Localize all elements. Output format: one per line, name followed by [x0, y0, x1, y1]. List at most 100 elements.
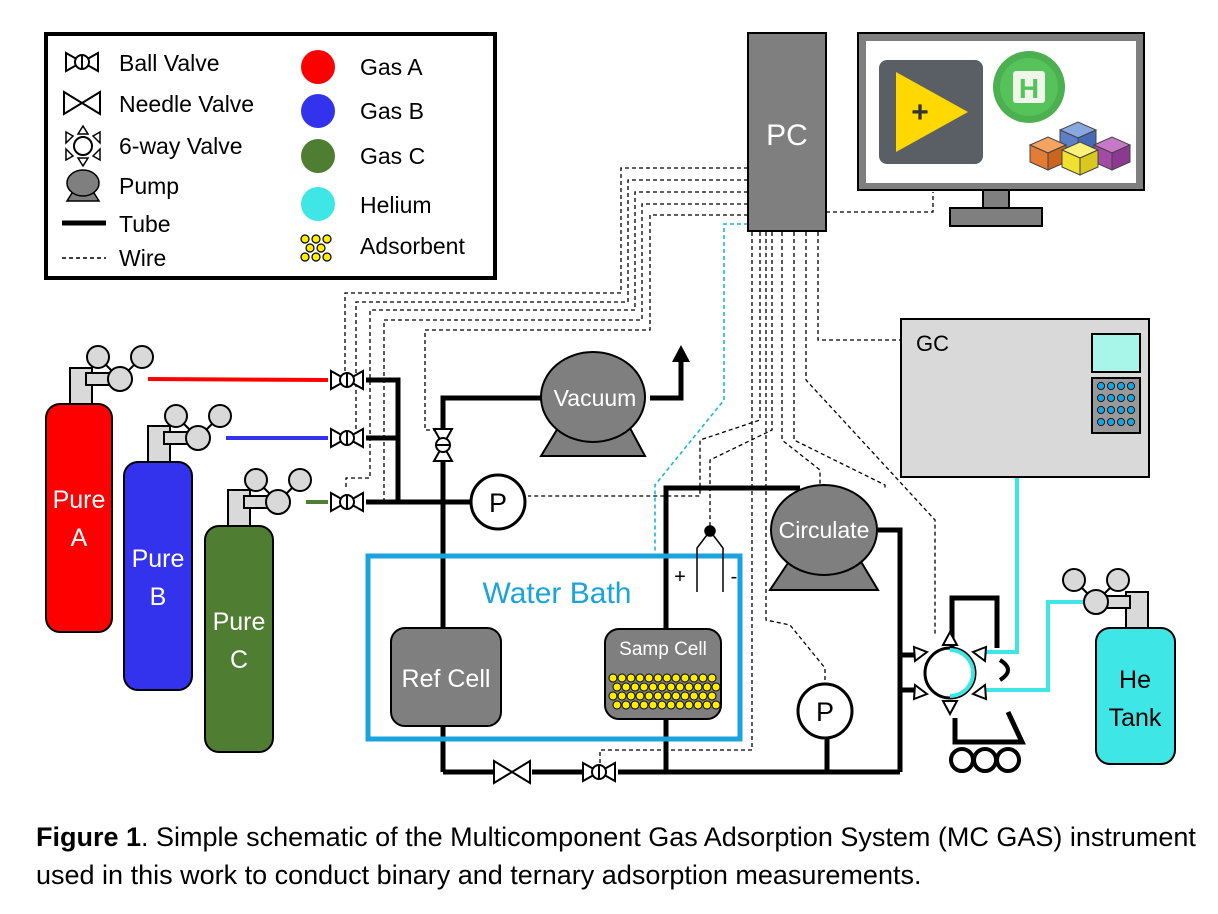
- gas-b-dot: [301, 94, 335, 128]
- gas-c-dot: [301, 139, 335, 173]
- gc-key: [1127, 393, 1136, 402]
- adsorbent-pellet: [662, 691, 672, 701]
- needle-valve[interactable]: [493, 760, 531, 784]
- ball-valve-vacuum[interactable]: [433, 428, 453, 462]
- adsorbent-pellet: [612, 682, 622, 692]
- signal-wires: [344, 167, 936, 770]
- caption-label: Figure 1: [36, 822, 142, 852]
- pump-icon: [65, 169, 101, 202]
- cylinder-label: Pure: [213, 608, 266, 636]
- legend-label: Gas A: [360, 54, 423, 80]
- adsorbent-pellet: [689, 691, 699, 701]
- gas-chromatograph: GC: [900, 318, 1150, 478]
- cylinder-pure-b: Pure B: [123, 404, 232, 691]
- adsorbent-pellet: [680, 691, 690, 701]
- gc-key: [1127, 405, 1136, 414]
- adsorbent-pellet: [630, 682, 640, 692]
- adsorbent-pellet: [666, 700, 676, 710]
- adsorbent-pellet: [671, 673, 681, 683]
- adsorbent-pellet: [711, 682, 721, 692]
- ball-valve-bottom[interactable]: [582, 762, 616, 782]
- circulation-pump: Circulate: [768, 484, 880, 591]
- adsorbent-pellet: [662, 673, 672, 683]
- adsorbent-pellet: [693, 682, 703, 692]
- adsorbent-pellet: [635, 691, 645, 701]
- gc-label: GC: [916, 331, 949, 356]
- helium-wire: [654, 223, 748, 555]
- cylinder-label: Tank: [1109, 704, 1162, 732]
- cubes-logo-icon: [1028, 121, 1132, 176]
- ball-valve-a[interactable]: [330, 370, 364, 390]
- adsorbent-pellet: [671, 691, 681, 701]
- six-way-valve[interactable]: [912, 595, 1026, 773]
- adsorbent-pellet: [617, 691, 627, 701]
- adsorbent-pellet: [653, 691, 663, 701]
- h-logo-icon: H: [993, 51, 1065, 123]
- adsorbent-pellet: [657, 682, 667, 692]
- adsorbent-pellet: [635, 673, 645, 683]
- gc-key: [1107, 381, 1116, 390]
- samp-cell: Samp Cell: [604, 628, 722, 720]
- cylinder-pure-c: Pure C: [204, 468, 312, 753]
- cylinder-label: B: [150, 583, 167, 611]
- gc-key: [1107, 417, 1116, 426]
- adsorbent-pellet: [617, 673, 627, 683]
- ball-valve-b[interactable]: [330, 428, 364, 448]
- adsorbent-pellet: [675, 682, 685, 692]
- gc-key: [1117, 405, 1126, 414]
- cylinder-label: C: [230, 646, 248, 674]
- cylinder-label: Pure: [132, 545, 185, 573]
- legend-label: Pump: [119, 173, 179, 199]
- adsorbent-pellet: [639, 682, 649, 692]
- adsorbent-pellet: [702, 700, 712, 710]
- gc-key: [1117, 381, 1126, 390]
- adsorbent-pellet: [648, 700, 658, 710]
- caption-text: . Simple schematic of the Multicomponent…: [36, 822, 1196, 890]
- adsorbent-pellet: [702, 682, 712, 692]
- gc-key: [1127, 381, 1136, 390]
- gas-a-dot: [301, 50, 335, 84]
- labview-plus: +: [911, 96, 929, 129]
- figure-caption: Figure 1. Simple schematic of the Multic…: [36, 818, 1196, 894]
- adsorbent-pellet: [608, 673, 618, 683]
- gauge-label: P: [489, 488, 507, 518]
- adsorbent-pellet: [653, 673, 663, 683]
- gc-key: [1117, 417, 1126, 426]
- samp-adsorbent-bed: [608, 673, 721, 710]
- legend-label: Adsorbent: [360, 233, 465, 259]
- gc-key: [1097, 393, 1106, 402]
- pressure-gauge-samp: P: [796, 682, 854, 740]
- vacuum-label: Vacuum: [554, 385, 637, 411]
- ref-cell: Ref Cell: [390, 627, 502, 727]
- adsorbent-pellet: [644, 691, 654, 701]
- thermocouple: [696, 525, 724, 592]
- adsorbent-pellet: [707, 673, 717, 683]
- cylinder-he-tank: He Tank: [1062, 568, 1176, 765]
- adsorbent-pellet: [626, 673, 636, 683]
- thermocouple-plus: +: [674, 566, 686, 588]
- labview-logo-icon: +: [879, 60, 983, 164]
- ball-valve-c[interactable]: [330, 492, 364, 512]
- gc-key: [1117, 393, 1126, 402]
- vacuum-pump: Vacuum: [539, 351, 647, 457]
- samp-cell-label: Samp Cell: [619, 639, 707, 660]
- gc-key: [1107, 393, 1116, 402]
- h-logo-letter: H: [1019, 73, 1039, 104]
- monitor: + H: [857, 32, 1145, 227]
- vent-arrow-icon: [672, 345, 690, 362]
- adsorbent-pellet: [621, 682, 631, 692]
- adsorbent-pellet: [621, 700, 631, 710]
- pc-tower: PC: [747, 32, 827, 232]
- adsorbent-pellet: [707, 691, 717, 701]
- adsorbent-pellet: [639, 700, 649, 710]
- helium-dot: [301, 187, 335, 221]
- adsorbent-pellet: [657, 700, 667, 710]
- water-bath: [365, 553, 743, 742]
- circulate-label: Circulate: [779, 517, 870, 543]
- gas-a-tube: [147, 377, 329, 382]
- adsorbent-pellet: [680, 673, 690, 683]
- adsorbent-pellet: [698, 691, 708, 701]
- cylinder-pure-a: Pure A: [45, 345, 154, 633]
- legend-label: Helium: [360, 192, 432, 218]
